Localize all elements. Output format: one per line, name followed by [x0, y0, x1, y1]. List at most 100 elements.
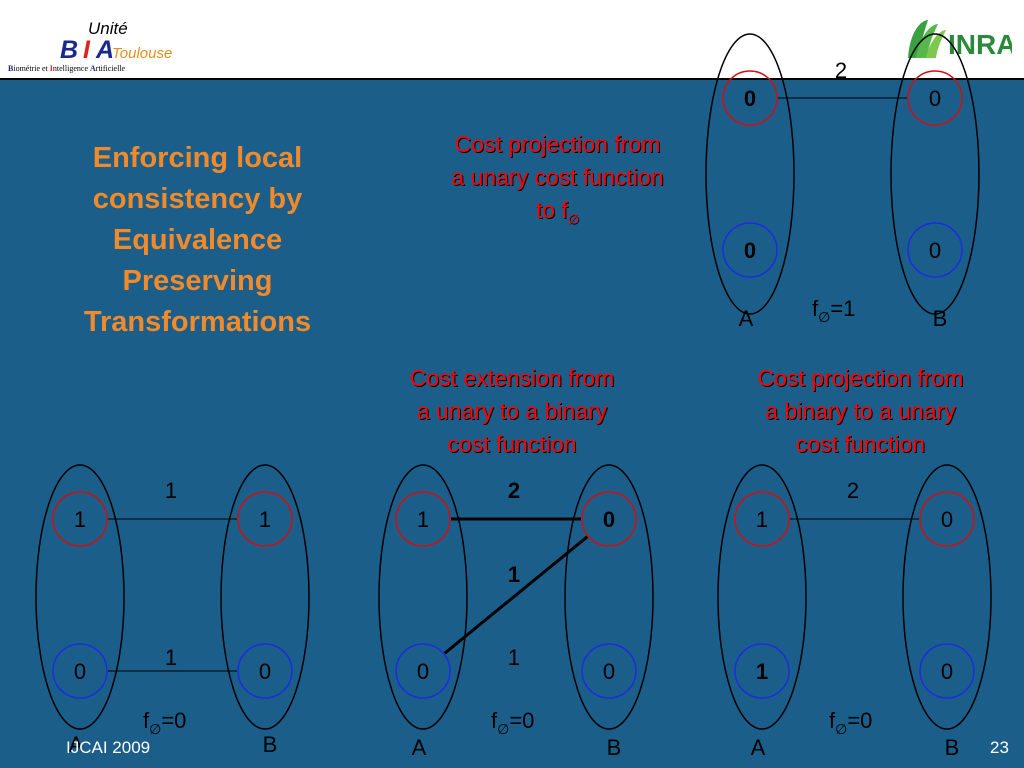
caption-line: a unary to a binary	[416, 398, 608, 424]
edge-cost-label: 2	[835, 58, 847, 83]
variable-b-label: B	[263, 732, 278, 757]
edge-cost-label: 1	[508, 562, 520, 587]
variable-b-domain	[902, 464, 992, 730]
variable-a-domain	[717, 464, 807, 730]
subtitle-part-2: ntelligence	[52, 64, 90, 73]
binary-cost-edge	[443, 535, 589, 655]
variable-a-label: A	[751, 735, 766, 760]
caption-line: cost function	[447, 431, 577, 457]
variable-a-domain	[378, 464, 468, 730]
value-node	[907, 70, 963, 126]
caption-subscript: ∅	[567, 211, 580, 227]
caption-line: a unary cost function	[451, 164, 664, 190]
caption-line: a binary to a unary	[765, 398, 956, 424]
unary-cost-label: 0	[929, 86, 941, 111]
title-line: Equivalence	[112, 224, 283, 256]
logo-unite-text: Unité	[88, 19, 128, 38]
unary-cost-label: 0	[603, 659, 615, 684]
edge-cost-label: 2	[847, 478, 859, 503]
value-node	[722, 70, 778, 126]
caption-prefix: to f	[535, 197, 568, 223]
nullary-cost-label: f∅=0	[829, 708, 872, 737]
unary-cost-label: 1	[756, 659, 768, 684]
unary-cost-label: 0	[941, 507, 953, 532]
caption-line: to f∅	[415, 194, 700, 236]
variable-a-domain	[35, 464, 125, 730]
footer-page-number: 23	[990, 738, 1009, 757]
unary-cost-label: 1	[74, 507, 86, 532]
value-node	[734, 491, 790, 547]
title-line: Enforcing local	[92, 142, 303, 174]
caption-line: Cost projection from	[454, 131, 661, 157]
title-line: consistency by	[92, 183, 303, 215]
variable-b-label: B	[607, 735, 622, 760]
unary-cost-label: 0	[417, 659, 429, 684]
unary-cost-label: 0	[744, 238, 756, 263]
unary-cost-label: 0	[929, 238, 941, 263]
footer-conference: IJCAI 2009	[66, 738, 151, 757]
slide-header: Unité B I A Toulouse Biométrie et Intell…	[0, 0, 1024, 80]
variable-a-label: A	[412, 735, 427, 760]
title-line: Preserving	[122, 265, 273, 297]
value-node	[395, 491, 451, 547]
inra-logo: INRA	[900, 12, 1016, 64]
value-node	[919, 491, 975, 547]
value-node	[237, 491, 293, 547]
value-node	[919, 643, 975, 699]
caption-projection-binary: Cost projection from a binary to a unary…	[723, 362, 998, 461]
variable-b-label: B	[933, 306, 948, 331]
caption-line: Cost extension from	[409, 365, 615, 391]
variable-a-label: A	[69, 732, 84, 757]
edge-cost-label: 1	[508, 645, 520, 670]
value-node	[722, 222, 778, 278]
value-node	[907, 222, 963, 278]
unary-cost-label: 1	[756, 507, 768, 532]
value-node	[734, 643, 790, 699]
inra-logo-text: INRA	[948, 29, 1012, 60]
subtitle-part-1: iométrie et	[13, 64, 50, 73]
value-node	[581, 491, 637, 547]
unary-cost-label: 0	[603, 507, 615, 532]
value-node	[52, 491, 108, 547]
edge-cost-label: 2	[508, 478, 520, 503]
biat-logo: Unité B I A Toulouse Biométrie et Intell…	[8, 10, 198, 76]
subtitle-initial-b: B	[8, 64, 14, 73]
slide-title: Enforcing local consistency by Equivalen…	[40, 138, 355, 343]
caption-projection-to-f0: Cost projection from a unary cost functi…	[415, 128, 700, 236]
variable-b-label: B	[945, 735, 960, 760]
nullary-cost-label: f∅=1	[812, 296, 855, 325]
nullary-cost-label: f∅=0	[143, 708, 186, 737]
logo-a-letter: A	[95, 36, 114, 64]
edge-cost-label: 1	[165, 645, 177, 670]
variable-b-domain	[890, 33, 980, 315]
value-node	[52, 643, 108, 699]
caption-extension: Cost extension from a unary to a binary …	[377, 362, 647, 461]
logo-i-letter: I	[83, 36, 91, 64]
value-node	[237, 643, 293, 699]
unary-cost-label: 0	[74, 659, 86, 684]
value-node	[581, 643, 637, 699]
variable-b-domain	[564, 464, 654, 730]
caption-line: Cost projection from	[757, 365, 964, 391]
variable-b-domain	[220, 464, 310, 730]
unary-cost-label: 0	[941, 659, 953, 684]
title-line: Transformations	[83, 306, 312, 338]
unary-cost-label: 1	[259, 507, 271, 532]
logo-toulouse-text: Toulouse	[112, 45, 172, 62]
inra-logo-graphic: INRA	[908, 20, 1016, 60]
value-node	[395, 643, 451, 699]
subtitle-initial-a: A	[90, 64, 96, 73]
subtitle-part-3: rtificielle	[95, 64, 126, 73]
subtitle-initial-i: I	[49, 64, 53, 73]
biat-logo-graphic: Unité B I A Toulouse	[60, 19, 172, 64]
edge-cost-label: 1	[165, 478, 177, 503]
unary-cost-label: 0	[744, 86, 756, 111]
nullary-cost-label: f∅=0	[491, 708, 534, 737]
unary-cost-label: 1	[417, 507, 429, 532]
variable-a-label: A	[739, 306, 754, 331]
logo-b-letter: B	[60, 36, 78, 64]
caption-line: cost function	[795, 431, 926, 457]
unary-cost-label: 0	[259, 659, 271, 684]
variable-a-domain	[705, 33, 795, 315]
biat-logo-subtitle: Biométrie et Intelligence Artificielle	[8, 64, 125, 73]
